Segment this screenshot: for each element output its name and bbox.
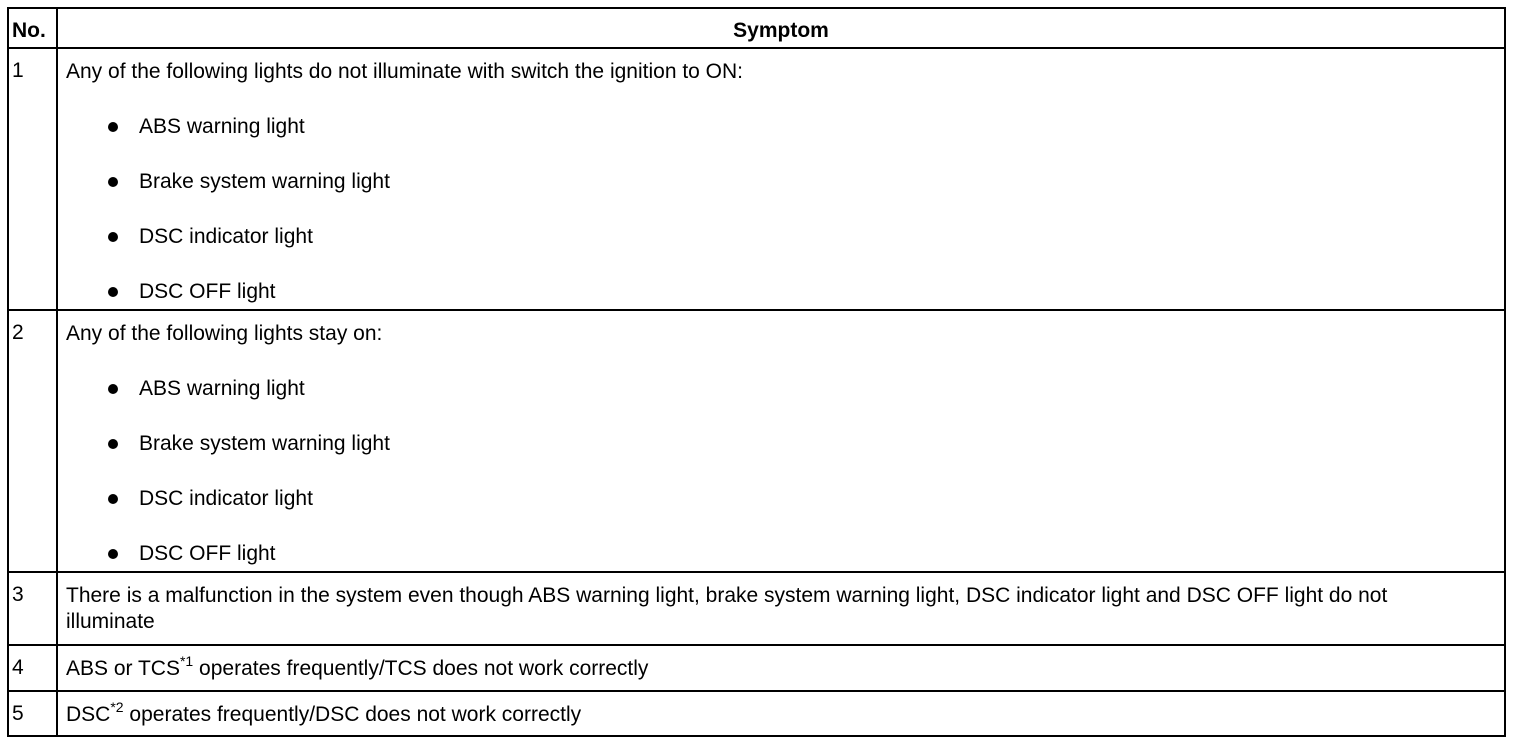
symptom-text: DSC*2 operates frequently/DSC does not w… (66, 699, 582, 726)
symptom-text: Any of the following lights do not illum… (66, 60, 744, 83)
table-row: 5 DSC*2 operates frequently/DSC does not… (9, 692, 1504, 735)
symptom-text: Any of the following lights stay on: (66, 322, 383, 345)
row-number: 5 (12, 702, 24, 725)
row-number: 4 (12, 656, 24, 679)
table-row: 2 Any of the following lights stay on: A… (9, 311, 1504, 573)
bullet-icon (108, 494, 118, 504)
bullet-icon (108, 439, 118, 449)
table-row: 1 Any of the following lights do not ill… (9, 49, 1504, 311)
bullet-label: DSC OFF light (139, 542, 276, 565)
bullet-icon (108, 177, 118, 187)
symptom-table: No. Symptom 1 Any of the following light… (7, 7, 1506, 737)
row-number: 3 (12, 583, 24, 606)
bullet-label: DSC OFF light (139, 280, 276, 303)
header-symptom: Symptom (733, 19, 829, 42)
bullet-icon (108, 287, 118, 297)
bullet-label: ABS warning light (139, 115, 305, 138)
bullet-label: ABS warning light (139, 377, 305, 400)
header-row: No. Symptom (9, 9, 1504, 49)
header-no: No. (12, 19, 46, 42)
bullet-label: Brake system warning light (139, 170, 390, 193)
bullet-label: Brake system warning light (139, 432, 390, 455)
table-row: 3 There is a malfunction in the system e… (9, 573, 1504, 646)
bullet-icon (108, 384, 118, 394)
symptom-text: There is a malfunction in the system eve… (66, 584, 1388, 633)
symptom-text: ABS or TCS*1 operates frequently/TCS doe… (66, 653, 649, 680)
bullet-label: DSC indicator light (139, 487, 313, 510)
row-number: 1 (12, 59, 24, 82)
row-number: 2 (12, 321, 24, 344)
footnote-marker: *1 (179, 653, 194, 669)
footnote-marker: *2 (110, 699, 124, 715)
bullet-icon (108, 549, 118, 559)
bullet-label: DSC indicator light (139, 225, 313, 248)
bullet-icon (108, 232, 118, 242)
bullet-icon (108, 122, 118, 132)
table-row: 4 ABS or TCS*1 operates frequently/TCS d… (9, 646, 1504, 692)
